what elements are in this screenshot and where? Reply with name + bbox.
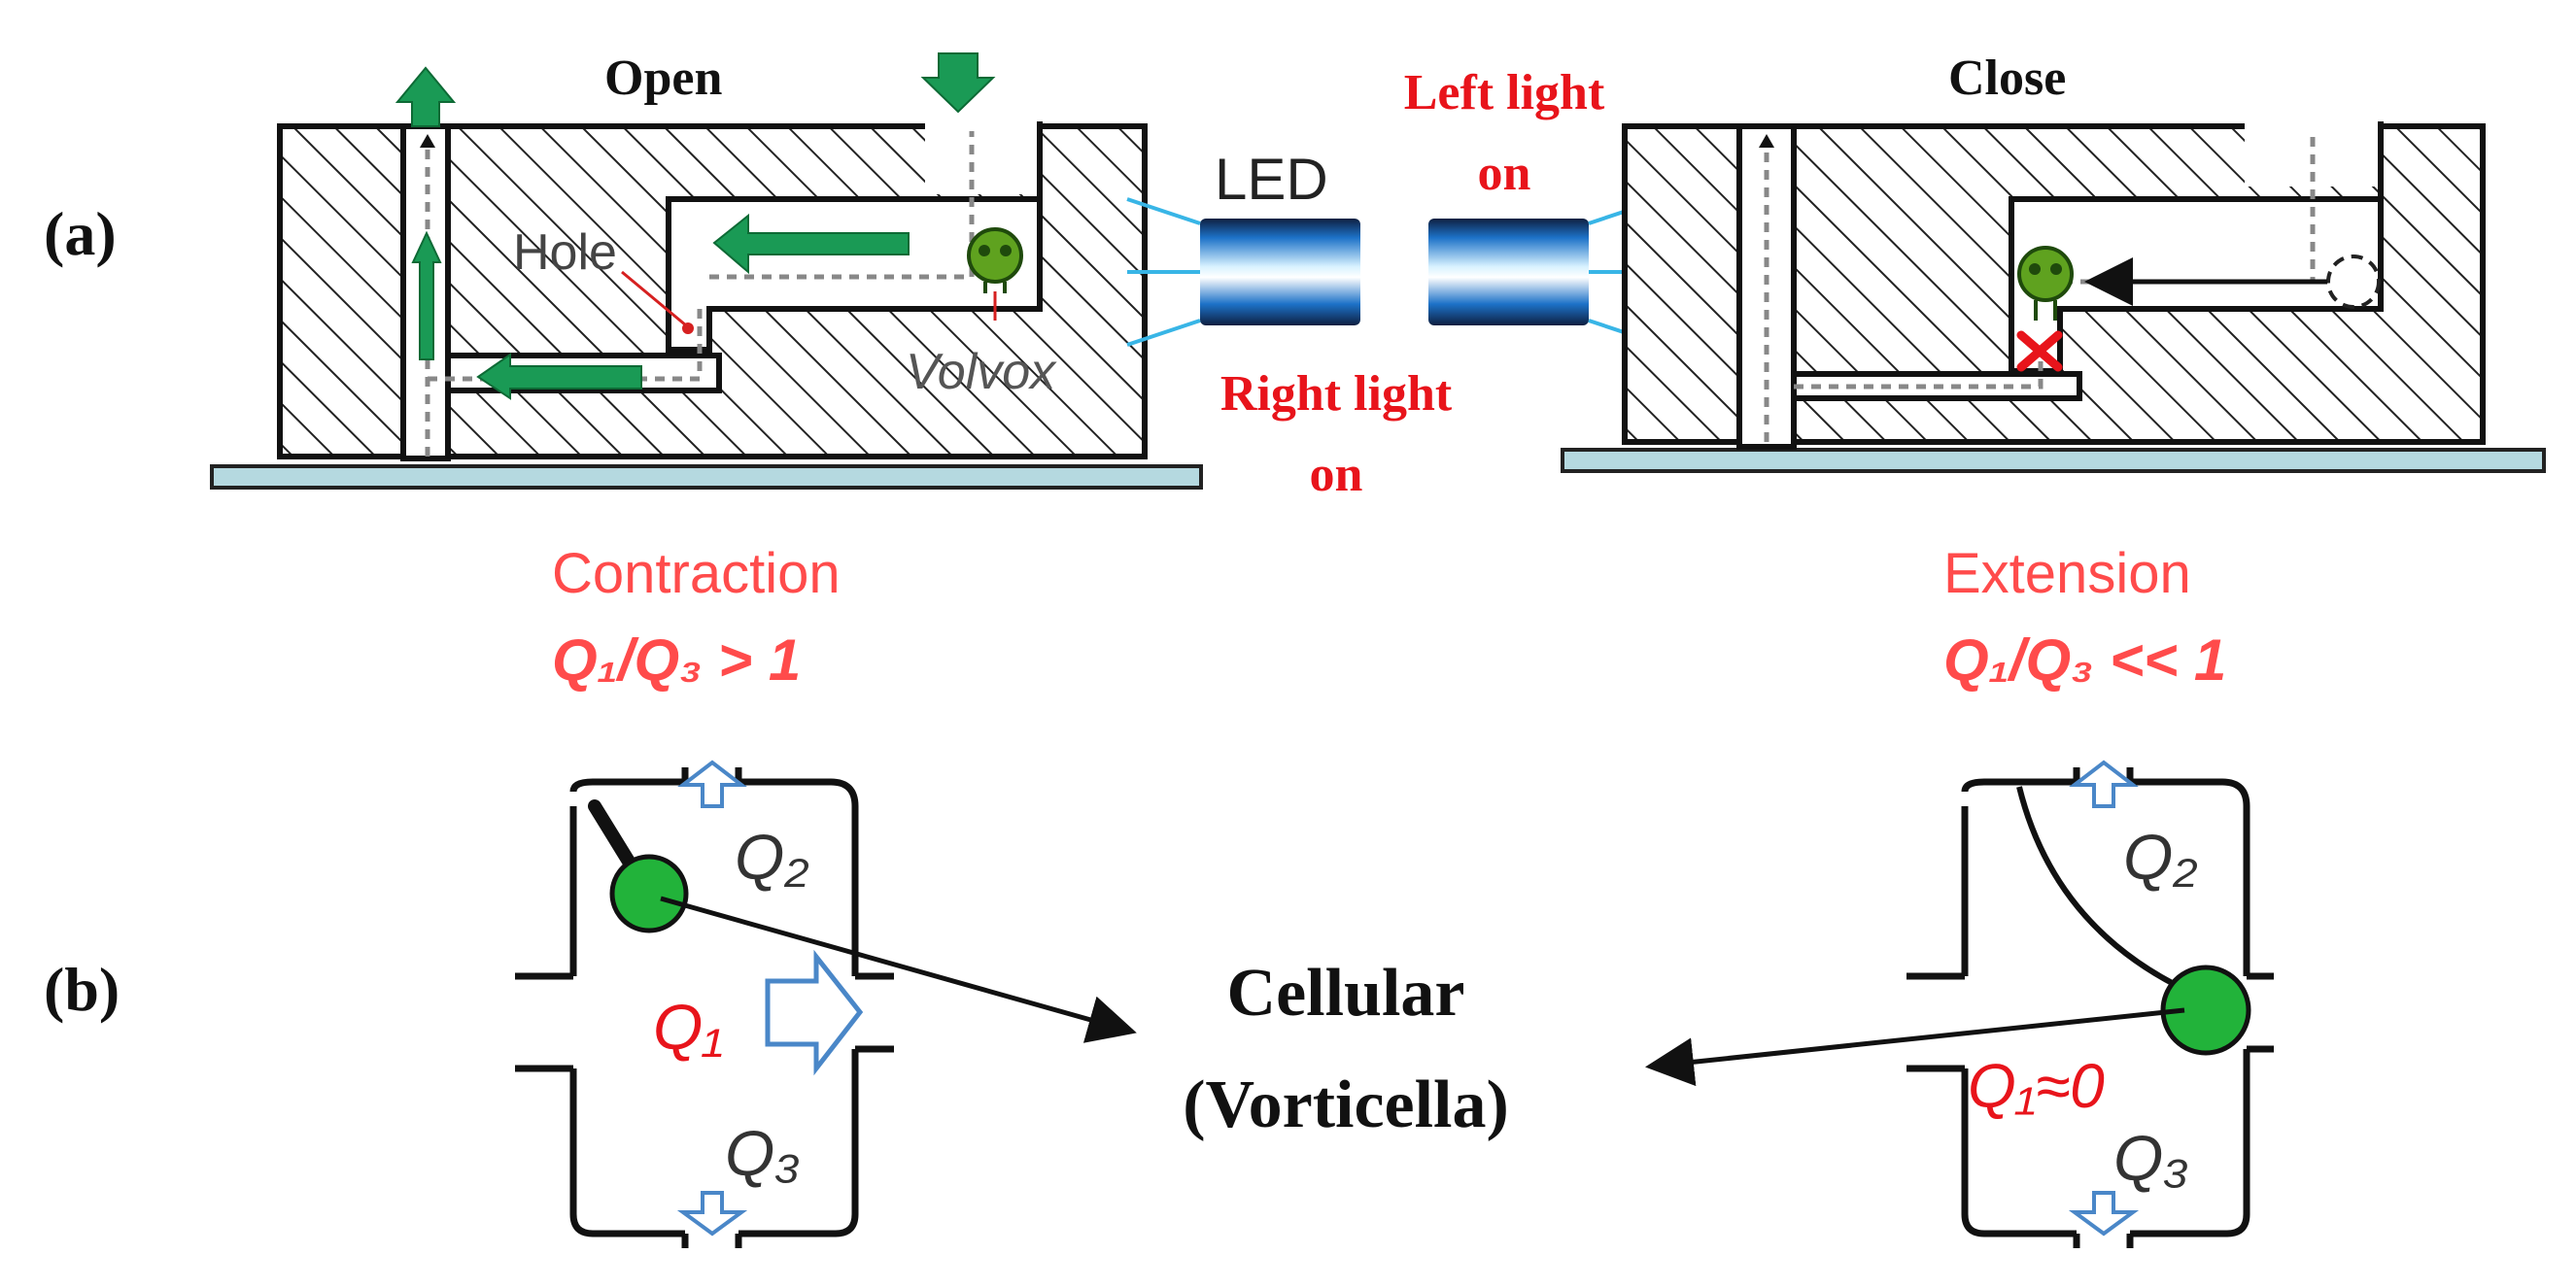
contraction-title: Contraction xyxy=(552,542,841,605)
left-light-line2: on xyxy=(1478,146,1531,201)
contraction-ratio: Q₁/Q₃ > 1 xyxy=(552,627,801,693)
base-plate-right xyxy=(1561,448,2546,473)
vorticella-stalk-extended xyxy=(2016,786,2200,999)
panel-b-label: (b) xyxy=(44,955,120,1024)
pointer-arrow-contracted xyxy=(660,896,1137,1043)
close-title: Close xyxy=(1948,51,2066,106)
contraction-chamber xyxy=(515,760,894,1248)
inlet-gap xyxy=(925,185,1040,194)
chamber-outline-left xyxy=(569,778,859,1237)
volvox-organism-close xyxy=(2016,246,2381,372)
right-light-line1: Right light xyxy=(1220,366,1453,422)
extension-title: Extension xyxy=(1943,542,2191,605)
green-arrow-down-top xyxy=(920,52,996,114)
green-arrow-up-channel xyxy=(411,230,442,360)
outlet-tip xyxy=(420,134,435,148)
led-label: LED xyxy=(1215,147,1328,212)
open-device xyxy=(210,119,1203,490)
vorticella-stalk-contracted xyxy=(588,799,640,876)
right-light-line2: on xyxy=(1310,447,1363,502)
green-arrow-left-upper xyxy=(712,213,910,275)
hole-label: Hole xyxy=(513,224,617,281)
cellular-label-line1: Cellular xyxy=(1227,956,1465,1031)
extension-chamber xyxy=(1906,760,2274,1248)
q2-label-contraction: Q₂ xyxy=(735,821,809,893)
base-plate-left xyxy=(210,464,1203,490)
port-stubs-left xyxy=(515,767,894,1248)
q1-arrow-contraction xyxy=(765,949,864,1076)
volvox-organism-open xyxy=(967,227,1023,321)
outlet-tip-right xyxy=(1759,134,1774,148)
q3-label-extension: Q₃ xyxy=(2113,1122,2189,1194)
vorticella-cell-contracted xyxy=(609,854,689,933)
cellular-label-line2: (Vorticella) xyxy=(1183,1068,1509,1142)
volvox-label: Volvox xyxy=(906,344,1057,400)
green-arrow-up-top xyxy=(395,66,457,127)
hole-marker xyxy=(621,270,694,334)
green-flow-arrows xyxy=(395,52,996,400)
port-stubs-right xyxy=(1906,767,2274,1248)
left-light-line1: Left light xyxy=(1404,65,1605,120)
q1-label-contraction: Q₁ xyxy=(653,991,723,1063)
top-notch xyxy=(925,119,1040,186)
q1-zero-label: Q₁≈0 xyxy=(1968,1051,2105,1121)
q3-label-contraction: Q₃ xyxy=(725,1117,801,1189)
extension-ratio: Q₁/Q₃ << 1 xyxy=(1943,627,2226,693)
pointer-arrow-extended xyxy=(1645,1007,2185,1087)
chamber-outline-right xyxy=(1961,778,2250,1237)
q2-label-extension: Q₂ xyxy=(2123,821,2198,893)
led-left xyxy=(1126,197,1360,347)
green-arrow-left-lower xyxy=(476,353,642,400)
q3-arrow-contraction xyxy=(676,1191,748,1237)
q2-arrow-contraction xyxy=(677,760,747,808)
q3-arrow-extension xyxy=(2068,1191,2140,1237)
panel-a-label: (a) xyxy=(44,199,117,268)
open-title: Open xyxy=(604,51,722,106)
q2-arrow-extension xyxy=(2069,760,2139,808)
